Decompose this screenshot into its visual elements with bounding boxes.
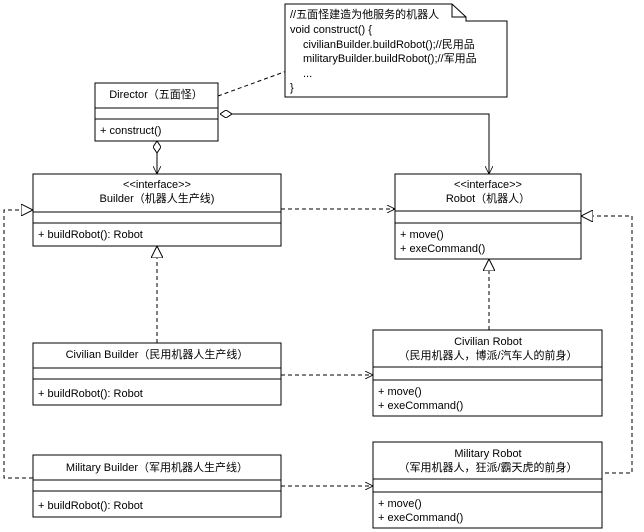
note-line-4: militaryBuilder.buildRobot();//军用品 [303,52,477,65]
robot-method-move: + move() [400,229,444,241]
note-line-1: //五面怪建造为他服务的机器人 [290,7,439,21]
director-robot-aggregation [220,114,489,174]
builder-stereotype: <<interface>> [123,179,191,191]
military-robot-name: Military Robot [454,448,521,460]
civilian-robot-name: Civilian Robot [454,336,522,348]
civilian-builder-name: Civilian Builder（民用机器人生产线） [66,347,249,361]
military-builder-method: + buildRobot(): Robot [38,500,143,512]
note-line-6: } [290,82,294,94]
civilian-robot-method-execommand: + exeCommand() [378,400,463,412]
civilian-robot-method-move: + move() [378,386,422,398]
director-name: Director（五面怪） [109,87,203,101]
civilian-builder-class[interactable]: Civilian Builder（民用机器人生产线） + buildRobot(… [32,342,282,406]
military-robot-method-execommand: + exeCommand() [378,512,463,524]
military-robot-subtitle: （军用机器人，狂派/霸天虎的前身） [398,460,577,474]
robot-stereotype: <<interface>> [454,179,522,191]
military-robot-realization [581,216,633,474]
director-class[interactable]: Director（五面怪） + construct() [94,82,219,142]
note-shape [284,3,508,98]
robot-method-execommand: + exeCommand() [400,243,485,255]
military-robot-method-move: + move() [378,498,422,510]
military-builder-name: Military Builder（军用机器人生产线） [66,460,248,474]
civilian-robot-class[interactable]: Civilian Robot （民用机器人，博派/汽车人的前身） + move(… [372,329,603,417]
note-fold [451,4,466,18]
note-line-5: ... [303,68,312,80]
note-anchor-line [217,67,296,97]
builder-interface[interactable]: <<interface>> Builder（机器人生产线) + buildRob… [32,173,282,247]
military-builder-class[interactable]: Military Builder（军用机器人生产线） + buildRobot(… [32,454,282,518]
military-robot-class[interactable]: Military Robot （军用机器人，狂派/霸天虎的前身） + move(… [372,441,603,529]
note-line-2: void construct() { [290,24,372,36]
note-line-3: civilianBuilder.buildRobot();//民用品 [303,38,475,51]
code-note: //五面怪建造为他服务的机器人 void construct() { civil… [284,3,508,98]
robot-interface[interactable]: <<interface>> Robot（机器人） + move() + exeC… [394,173,582,260]
builder-method: + buildRobot(): Robot [38,229,143,241]
robot-name: Robot（机器人） [446,191,530,205]
connectors [3,67,633,486]
builder-name: Builder（机器人生产线) [100,191,215,205]
director-method: + construct() [100,125,161,137]
military-builder-realization [3,210,33,479]
civilian-robot-subtitle: （民用机器人，博派/汽车人的前身） [398,348,577,362]
civilian-builder-method: + buildRobot(): Robot [38,388,143,400]
